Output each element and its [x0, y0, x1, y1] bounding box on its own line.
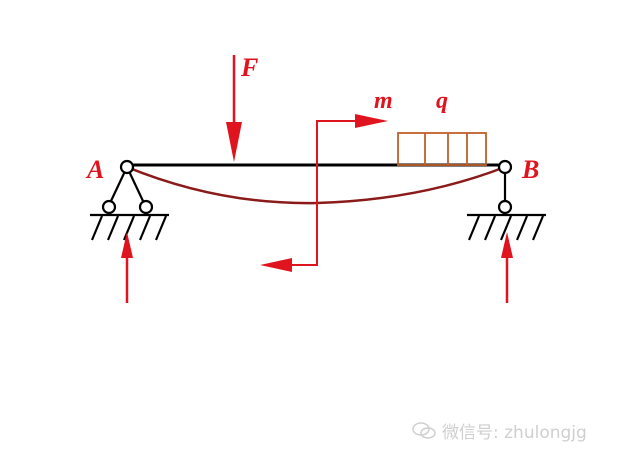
label-f: F — [240, 53, 258, 82]
watermark: 微信号: zhulongjg — [412, 418, 587, 443]
distributed-load — [397, 132, 487, 166]
label-b: B — [521, 155, 539, 184]
watermark-text: 微信号: zhulongjg — [442, 423, 587, 443]
label-m: m — [374, 88, 393, 114]
moment-m-arrows — [260, 114, 388, 272]
wechat-icon — [412, 421, 436, 439]
force-f-arrow — [226, 55, 242, 162]
roller-support-b — [467, 159, 546, 241]
reaction-b-arrow — [501, 232, 513, 303]
pin-support-a — [90, 159, 169, 241]
label-a: A — [85, 155, 104, 184]
reaction-a-arrow — [121, 232, 133, 303]
label-q: q — [436, 88, 448, 114]
